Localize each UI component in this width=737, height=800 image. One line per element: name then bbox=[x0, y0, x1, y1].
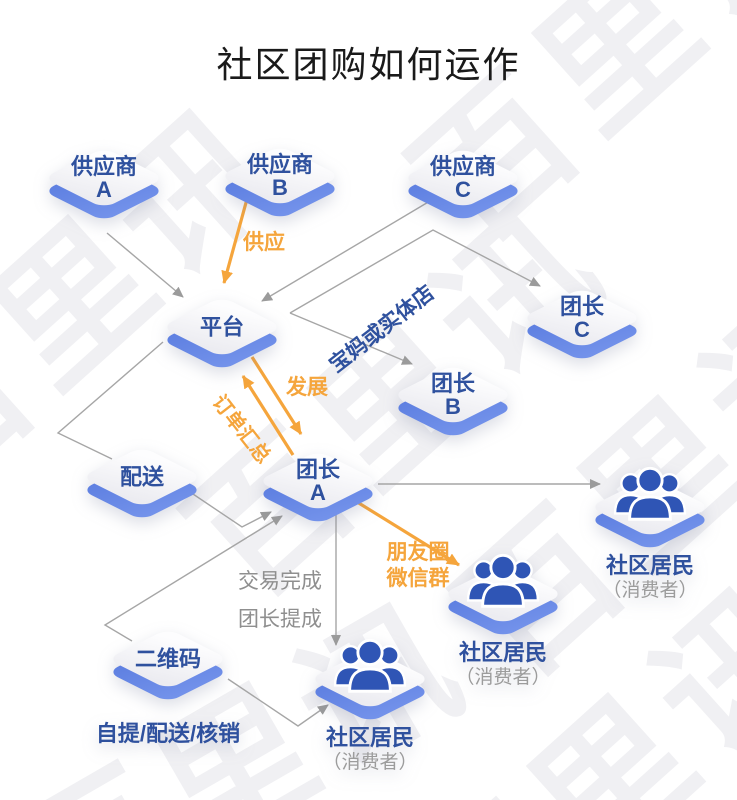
arrow-qrcode-residents-bottom bbox=[227, 678, 329, 727]
arrow-platform-leaderC bbox=[289, 229, 541, 314]
node-label: 二维码 bbox=[134, 646, 201, 672]
arrow-platform-leaderB bbox=[289, 312, 413, 365]
node-platform: 平台 bbox=[161, 289, 283, 385]
node-residents-bottom: 社区居民 （消费者） bbox=[309, 638, 431, 773]
label-moments-line2: 微信群 bbox=[386, 567, 450, 590]
node-residents-right: 社区居民 （消费者） bbox=[589, 466, 711, 601]
people-group-icon bbox=[613, 466, 687, 521]
node-caption: 社区居民 （消费者） bbox=[602, 553, 698, 602]
line-platform-delivery bbox=[56, 341, 164, 460]
page-title: 社区团购如何运作 bbox=[216, 44, 521, 85]
node-caption: 社区居民 （消费者） bbox=[455, 640, 551, 689]
arrow-moments bbox=[348, 495, 460, 567]
arrow-supplierC-platform bbox=[261, 200, 431, 302]
label-develop: 发展 bbox=[286, 376, 328, 399]
label-moments-wechat: 朋友圈 微信群 bbox=[387, 540, 450, 592]
node-label: 配送 bbox=[119, 464, 164, 490]
arrow-qrcode-leaderA bbox=[103, 515, 283, 642]
arrow-order-summary bbox=[241, 375, 295, 456]
arrow-supplierA-platform bbox=[106, 232, 184, 298]
label-moments-line1: 朋友圈 bbox=[386, 541, 450, 564]
arrow-develop bbox=[250, 356, 303, 435]
node-delivery: 配送 bbox=[81, 439, 203, 535]
label-leader-commission: 团长提成 bbox=[238, 608, 322, 631]
people-group-icon bbox=[333, 638, 407, 693]
node-qrcode: 二维码 自提/配送/核销 bbox=[96, 621, 240, 746]
node-caption: 社区居民 （消费者） bbox=[322, 725, 418, 774]
label-supply: 供应 bbox=[243, 231, 285, 254]
label-deal-done: 交易完成 bbox=[238, 570, 322, 593]
node-residents-mid: 社区居民 （消费者） bbox=[442, 553, 564, 688]
qrcode-caption: 自提/配送/核销 bbox=[95, 721, 241, 746]
node-label: 平台 bbox=[199, 314, 244, 340]
arrow-supply bbox=[221, 198, 249, 284]
arrow-delivery-leaderA bbox=[189, 491, 272, 528]
people-group-icon bbox=[466, 553, 540, 608]
